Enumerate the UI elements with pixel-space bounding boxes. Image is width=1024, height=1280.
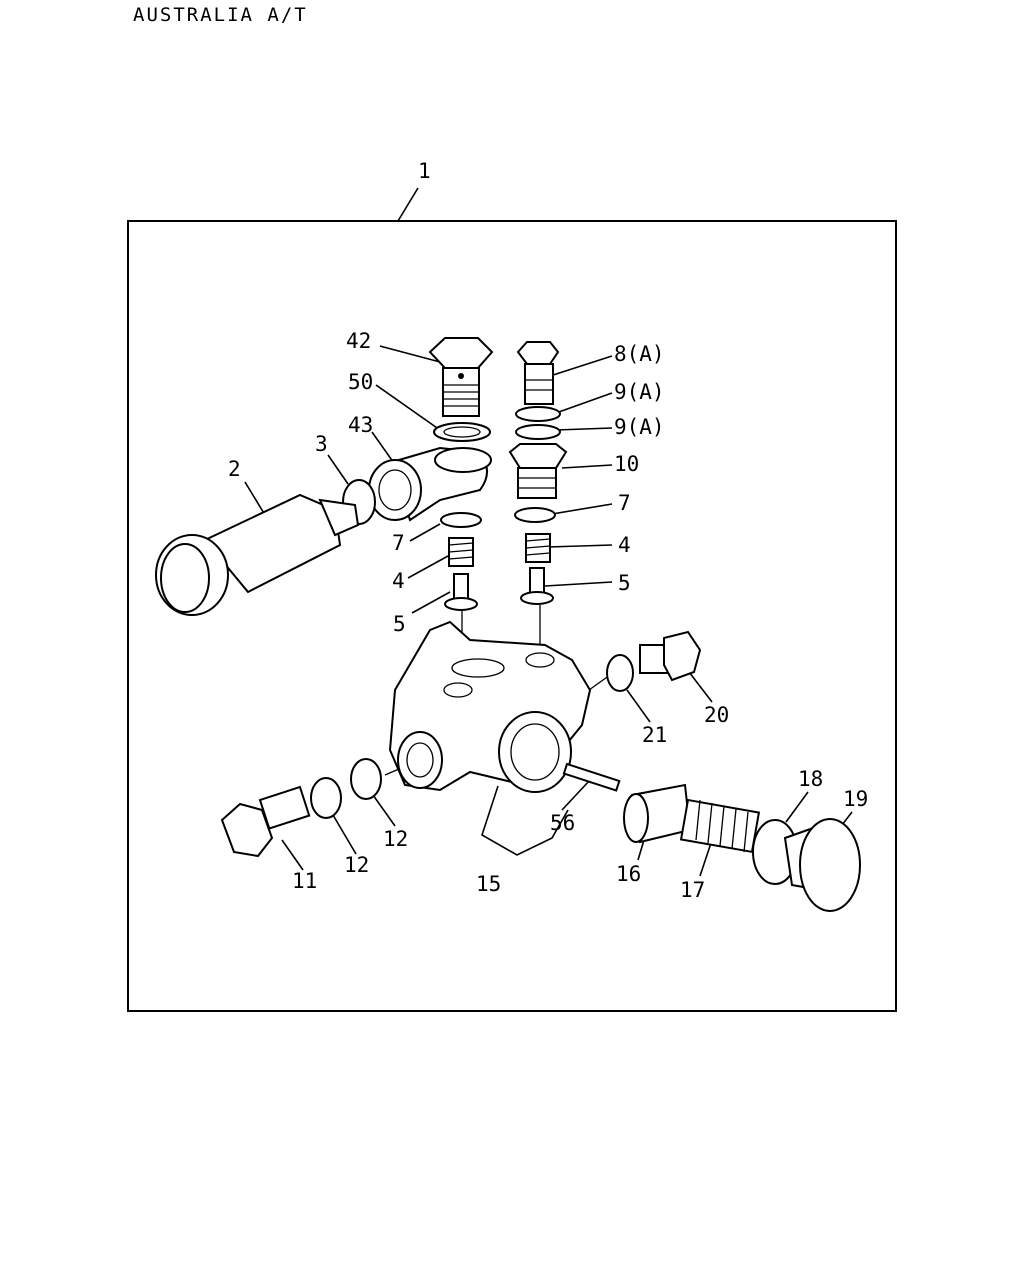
callout-7-right: 7 xyxy=(618,491,631,515)
callout-50: 50 xyxy=(348,370,373,394)
callout-11: 11 xyxy=(292,869,317,893)
callout-3: 3 xyxy=(315,432,328,456)
valve-5-left xyxy=(444,573,478,611)
pin-56 xyxy=(562,762,621,792)
callout-5-left: 5 xyxy=(393,612,406,636)
callout-56: 56 xyxy=(550,811,575,835)
callout-18: 18 xyxy=(798,767,823,791)
callout-labels: 1 2 3 42 50 43 8(A) 9(A) 9(A) 10 7 7 4 4… xyxy=(228,159,868,902)
spring-4-left xyxy=(448,537,474,567)
piston-16 xyxy=(623,783,692,844)
plug-19 xyxy=(783,818,861,912)
callout-19: 19 xyxy=(843,787,868,811)
spring-17 xyxy=(679,798,761,854)
callout-5-right: 5 xyxy=(618,571,631,595)
bolt-11 xyxy=(220,785,311,858)
washer-12-right xyxy=(350,758,382,800)
callout-2: 2 xyxy=(228,457,241,481)
callout-9a-top: 9(A) xyxy=(614,380,665,404)
callout-10: 10 xyxy=(614,452,639,476)
washer-9a-top xyxy=(515,406,561,422)
callout-1: 1 xyxy=(418,159,431,183)
callout-16: 16 xyxy=(616,862,641,886)
callout-43: 43 xyxy=(348,413,373,437)
callout-21: 21 xyxy=(642,723,667,747)
callout-17: 17 xyxy=(680,878,705,902)
gasket-21 xyxy=(606,654,634,692)
banjo-bolt-42 xyxy=(428,337,494,417)
callout-4-left: 4 xyxy=(392,569,405,593)
callout-7-left: 7 xyxy=(392,531,405,555)
callout-20: 20 xyxy=(704,703,729,727)
callout-4-right: 4 xyxy=(618,533,631,557)
spring-4-right xyxy=(525,533,551,563)
plug-20 xyxy=(639,630,702,682)
valve-disc-7-right xyxy=(514,507,556,523)
pump-body xyxy=(388,620,592,793)
callout-8a: 8(A) xyxy=(614,342,665,366)
assembly-frame xyxy=(127,220,897,1012)
valve-5-right xyxy=(520,567,554,605)
valve-disc-7-left xyxy=(440,512,482,528)
priming-pump-2 xyxy=(155,493,360,616)
callout-12-left: 12 xyxy=(344,853,369,877)
washer-12-left xyxy=(310,777,342,819)
bolt-8a xyxy=(516,341,560,405)
washer-50 xyxy=(433,422,491,442)
washer-9a-bottom xyxy=(515,424,561,440)
callout-42: 42 xyxy=(346,329,371,353)
eye-fitting-43 xyxy=(368,446,492,522)
callout-9a-bottom: 9(A) xyxy=(614,415,665,439)
callout-15: 15 xyxy=(476,872,501,896)
callout-12-right: 12 xyxy=(383,827,408,851)
fitting-10 xyxy=(508,443,568,499)
page-title: AUSTRALIA A/T xyxy=(133,4,308,26)
